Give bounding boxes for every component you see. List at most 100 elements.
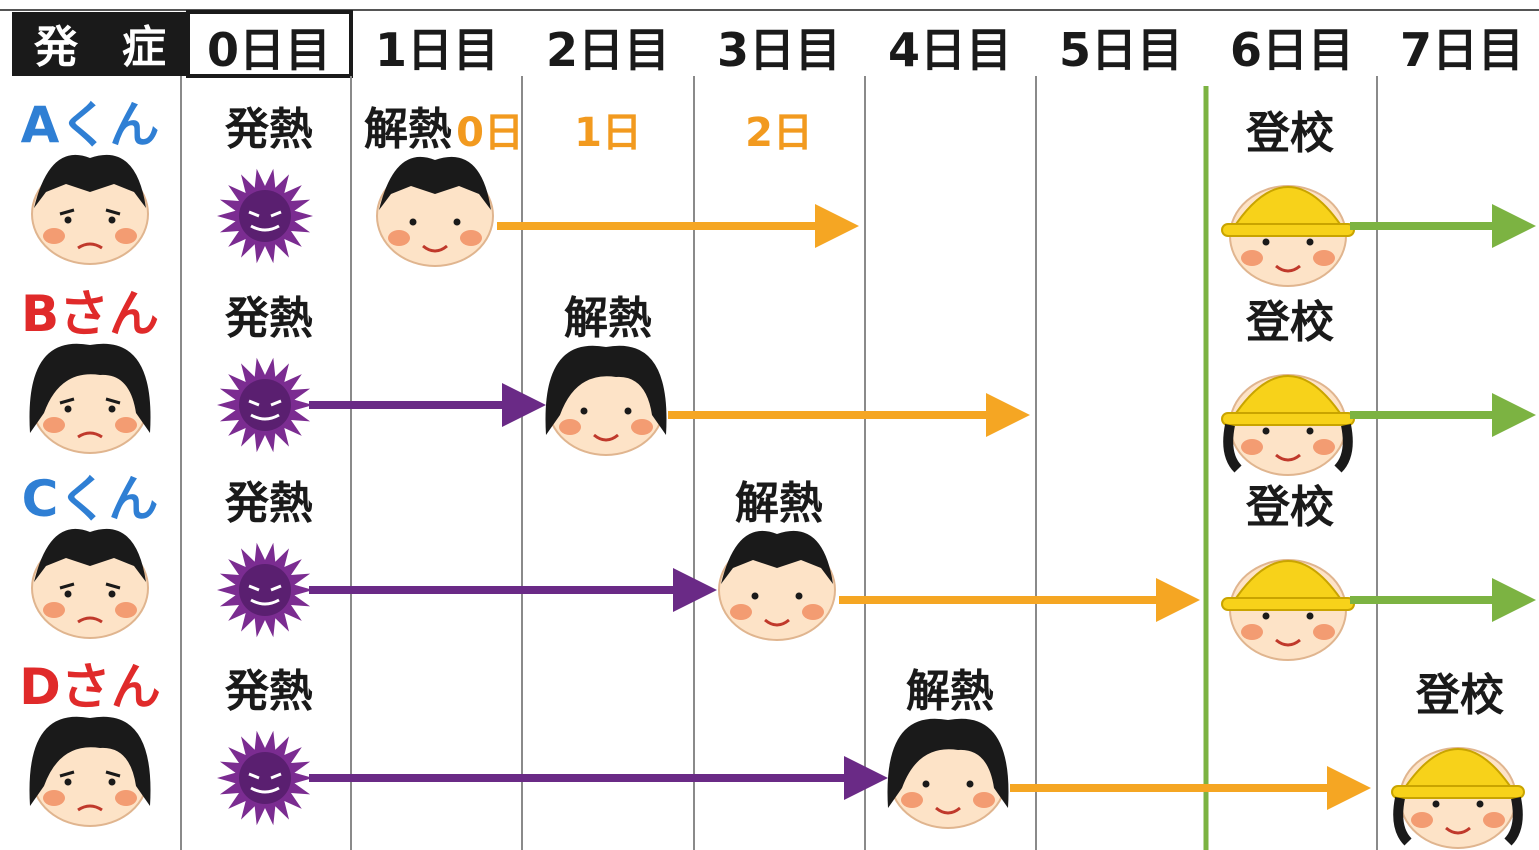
virus-icon-3-eye-right (270, 772, 282, 780)
student-face-recovered-2-eye-right (795, 592, 803, 600)
student-face-recovered-0-eye-right (453, 218, 461, 226)
student-face-sick-3-mouth (77, 804, 103, 812)
school-arrow-2-head (1492, 578, 1536, 622)
onset-header-label: 発 症 (33, 22, 166, 73)
student-row-2: Cくん発熱解熱登校 (22, 470, 1536, 661)
student-face-recovered-0-cheek-right (460, 230, 482, 246)
virus-icon-3 (217, 730, 313, 826)
day-header-0: 0日目 (207, 23, 331, 77)
recovery-arrow-2 (839, 578, 1200, 622)
student-face-sick-0 (31, 154, 149, 265)
student-face-school-2-helmet-brim (1221, 597, 1355, 611)
student-face-school-0-eye-left (1262, 238, 1270, 246)
student-face-school-1-eye-left (1262, 427, 1270, 435)
virus-icon-1-eye-right (270, 399, 282, 407)
student-face-school-3-mouth (1445, 826, 1471, 835)
student-face-school-3-helmet-brim (1391, 785, 1525, 799)
student-name-3: Dさん (19, 658, 161, 716)
school-arrow-2 (1350, 578, 1536, 622)
student-face-recovered-2 (718, 530, 836, 641)
student-face-school-2-cheek-right (1313, 624, 1335, 640)
student-face-recovered-3 (887, 718, 1009, 829)
student-face-recovered-1 (545, 345, 667, 456)
recovery-arrow-1-head (986, 393, 1030, 437)
virus-icon-0-core (239, 190, 291, 242)
student-face-sick-0-cheek-left (43, 228, 65, 244)
student-face-sick-2-brows (59, 582, 121, 590)
student-name-0: Aくん (21, 96, 160, 154)
student-face-recovered-0 (376, 156, 494, 267)
student-face-school-3-helmet (1400, 748, 1516, 793)
student-face-sick-3-cheek-right (115, 790, 137, 806)
student-face-sick-2-eye-right (108, 590, 116, 598)
student-face-school-1 (1221, 374, 1355, 476)
school-label-3: 登校 (1415, 670, 1504, 721)
school-label-0: 登校 (1245, 108, 1334, 159)
student-face-recovered-3-mouth (935, 806, 961, 815)
student-row-1: Bさん発熱解熱登校 (21, 285, 1536, 476)
school-arrow-0-head (1492, 204, 1536, 248)
student-face-school-0 (1221, 185, 1355, 287)
student-face-school-3-eye-left (1432, 800, 1440, 808)
student-face-school-2-eye-left (1262, 612, 1270, 620)
student-face-school-2-helmet (1230, 560, 1346, 605)
student-face-school-3-hair (1393, 797, 1523, 846)
student-face-sick-3-hair (29, 716, 151, 806)
student-face-recovered-3-cheek-right (973, 792, 995, 808)
recovery-arrow-2-head (1156, 578, 1200, 622)
recovery-count-0-0: 0日 (456, 110, 524, 156)
student-face-recovered-1-mouth (593, 433, 619, 442)
student-face-sick-3 (29, 716, 151, 827)
day-header-3: 3日目 (717, 23, 841, 77)
virus-icon-2-mouth (250, 598, 280, 606)
day-grid (180, 76, 1378, 850)
virus-icon-3-mouth (250, 786, 280, 794)
fever-label-3: 発熱 (224, 666, 313, 717)
virus-icon-0-eye-right (270, 210, 282, 218)
student-face-sick-1-brows (59, 397, 121, 405)
fever-arrow-1 (309, 383, 546, 427)
student-face-recovered-1-eye-left (580, 407, 588, 415)
student-face-recovered-2-hair (721, 530, 833, 584)
recovery-count-0-2: 2日 (745, 110, 813, 156)
virus-icon-0-eye-left (248, 210, 260, 218)
student-face-sick-0-brows (59, 208, 121, 216)
student-face-recovered-0-cheek-left (388, 230, 410, 246)
student-face-school-2 (1221, 559, 1355, 661)
student-face-sick-0-mouth (77, 242, 103, 250)
student-face-school-3 (1391, 747, 1525, 849)
day-header-6: 6日目 (1230, 23, 1354, 77)
student-face-recovered-1-eye-right (624, 407, 632, 415)
fever-arrow-1-head (502, 383, 546, 427)
virus-icon-3-eye-left (248, 772, 260, 780)
school-label-2: 登校 (1245, 482, 1334, 533)
virus-icon-3-core (239, 752, 291, 804)
fever-arrow-2-head (673, 568, 717, 612)
student-face-recovered-0-hair (379, 156, 491, 210)
student-face-sick-2-hair (34, 528, 146, 582)
student-face-sick-0-hair (34, 154, 146, 208)
student-face-school-1-hair (1223, 424, 1353, 473)
student-face-recovered-0-mouth (422, 244, 448, 253)
school-arrow-0 (1350, 204, 1536, 248)
student-face-school-0-eye-right (1306, 238, 1314, 246)
virus-icon-1-eye-left (248, 399, 260, 407)
recovery-arrow-3-head (1327, 766, 1371, 810)
student-face-school-3-cheek-left (1411, 812, 1433, 828)
student-face-recovered-3-hair (887, 718, 1009, 808)
student-face-school-0-cheek-left (1241, 250, 1263, 266)
student-row-3: Dさん 発熱 解熱 登校 (19, 658, 1525, 849)
school-arrow-1 (1350, 393, 1536, 437)
student-face-recovered-2-cheek-right (802, 604, 824, 620)
day0-header-cell (186, 10, 353, 78)
recovery-arrow-0-head (815, 204, 859, 248)
student-face-sick-2-cheek-left (43, 602, 65, 618)
student-face-sick-1-eye-left (64, 405, 72, 413)
recovered-label-3: 解熱 (906, 666, 994, 717)
student-face-school-1-cheek-right (1313, 439, 1335, 455)
fever-arrow-3-head (844, 756, 888, 800)
student-face-sick-3-cheek-left (43, 790, 65, 806)
